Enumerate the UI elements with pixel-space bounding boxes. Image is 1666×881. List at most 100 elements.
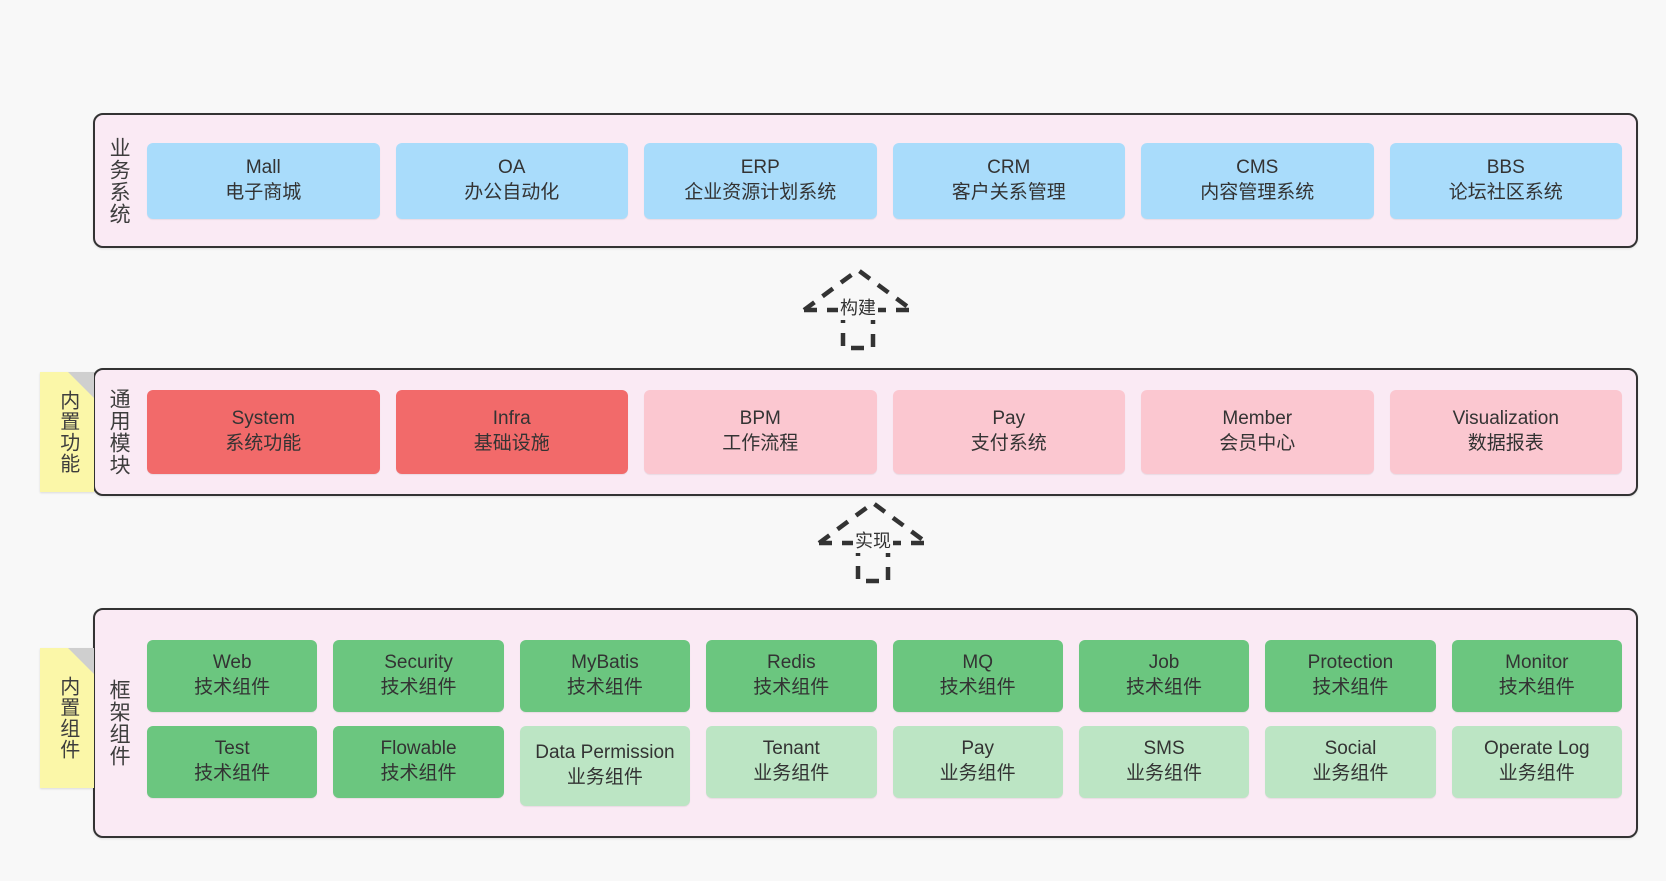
card-title-cn: 技术组件 [380,677,457,698]
framework-card-mq[interactable]: MQ 技术组件 [892,640,1063,712]
arrow-implement-svg [817,500,929,584]
card-title-en: Test [214,738,250,760]
framework-card-operate-log[interactable]: Operate Log 业务组件 [1451,726,1622,798]
card-title-en: System [231,408,295,430]
framework-card-pay[interactable]: Pay 业务组件 [892,726,1063,798]
arrow-implement-label: 实现 [853,527,893,553]
framework-card-test[interactable]: Test 技术组件 [147,726,318,798]
card-title-en: Flowable [380,738,457,760]
card-title-en: Member [1222,408,1293,430]
sticky-note-builtin-features: 内置功能 [40,372,94,492]
card-title-cn: 业务组件 [939,763,1016,784]
card-title-en: Protection [1307,652,1394,674]
sticky-note-builtin-features-label: 内置功能 [56,390,79,474]
card-title-en: Security [384,652,453,674]
business-card-oa[interactable]: OA 办公自动化 [395,142,628,219]
card-title-cn: 业务组件 [1126,763,1203,784]
sticky-note-builtin-components-label: 内置组件 [56,676,79,760]
card-title-cn: 业务组件 [566,767,643,788]
layer-common-modules: 通用模块 System 系统功能 Infra 基础设施 BPM 工作流程 Pay 支付系统 Me… [93,368,1638,496]
card-title-en: Monitor [1505,652,1569,674]
card-title-en: CMS [1236,156,1279,178]
framework-card-redis[interactable]: Redis 技术组件 [706,640,877,712]
layer-modules-cards: System 系统功能 Infra 基础设施 BPM 工作流程 Pay 支付系统 Member 会… [141,370,1636,494]
framework-card-job[interactable]: Job 技术组件 [1078,640,1250,712]
business-card-erp[interactable]: ERP 企业资源计划系统 [644,142,877,219]
framework-card-security[interactable]: Security 技术组件 [333,640,504,712]
card-title-cn: 业务组件 [1498,763,1575,784]
card-title-en: CRM [987,156,1031,178]
framework-card-monitor[interactable]: Monitor 技术组件 [1451,640,1622,712]
business-card-cms[interactable]: CMS 内容管理系统 [1141,142,1374,219]
card-title-cn: 工作流程 [722,433,799,454]
card-title-en: Pay [961,738,995,760]
card-title-en: BBS [1486,156,1525,178]
card-title-cn: 技术组件 [1126,677,1203,698]
card-title-cn: 办公自动化 [464,181,560,203]
card-title-cn: 技术组件 [1498,677,1575,698]
card-title-cn: 业务组件 [753,763,830,784]
card-title-cn: 业务组件 [1312,763,1389,784]
card-title-en: Infra [492,408,531,430]
card-title-cn: 技术组件 [194,763,271,784]
sticky-fold-icon [68,372,94,398]
card-title-cn: 系统功能 [225,433,302,454]
card-title-cn: 技术组件 [939,677,1016,698]
arrow-build: 构建 [795,262,945,352]
card-title-en: Pay [992,408,1026,430]
module-card-bpm[interactable]: BPM 工作流程 [644,390,877,474]
card-title-cn: 电子商城 [225,181,302,203]
card-title-en: MQ [962,652,993,674]
framework-card-data-permission[interactable]: Data Permission 业务组件 [519,726,691,806]
card-title-en: OA [498,156,526,178]
card-title-cn: 内容管理系统 [1200,181,1315,203]
card-title-en: Operate Log [1483,738,1590,760]
framework-card-social[interactable]: Social 业务组件 [1265,726,1436,798]
module-card-infra[interactable]: Infra 基础设施 [395,390,628,474]
module-card-member[interactable]: Member 会员中心 [1141,390,1374,474]
module-card-pay[interactable]: Pay 支付系统 [892,390,1125,474]
card-title-en: Data Permission [535,742,675,764]
card-title-en: Social [1324,738,1377,760]
arrow-build-label: 构建 [838,294,878,320]
card-title-cn: 技术组件 [380,763,457,784]
card-title-en: BPM [739,408,781,430]
arrow-build-svg [802,267,914,351]
business-card-bbs[interactable]: BBS 论坛社区系统 [1389,142,1622,219]
card-title-cn: 企业资源计划系统 [684,181,837,203]
card-title-en: Job [1148,652,1180,674]
card-title-cn: 支付系统 [970,433,1047,454]
business-card-crm[interactable]: CRM 客户关系管理 [892,142,1125,219]
card-title-cn: 技术组件 [194,677,271,698]
layer-business-cards: Mall 电子商城 OA 办公自动化 ERP 企业资源计划系统 CRM 客户关系管理 CMS 内容… [141,115,1636,246]
card-title-en: Mall [245,156,281,178]
card-title-cn: 基础设施 [473,433,550,454]
card-title-en: Visualization [1452,408,1559,430]
sticky-fold-icon [68,648,94,674]
module-card-system[interactable]: System 系统功能 [147,390,380,474]
business-card-mall[interactable]: Mall 电子商城 [147,142,380,219]
card-title-cn: 客户关系管理 [951,181,1066,203]
card-title-en: Redis [767,652,816,674]
framework-card-protection[interactable]: Protection 技术组件 [1265,640,1436,712]
layer-business-systems: 业务系统 Mall 电子商城 OA 办公自动化 ERP 企业资源计划系统 CRM 客户关系管理… [93,113,1638,248]
card-title-cn: 会员中心 [1219,433,1296,454]
card-title-cn: 技术组件 [753,677,830,698]
layer-modules-title: 通用模块 [107,388,131,476]
layer-framework-title: 框架组件 [107,679,131,767]
card-title-cn: 技术组件 [1312,677,1389,698]
card-title-en: ERP [740,156,780,178]
card-title-en: MyBatis [571,652,639,674]
framework-card-flowable[interactable]: Flowable 技术组件 [333,726,504,798]
card-title-cn: 论坛社区系统 [1448,181,1563,203]
layer-business-title: 业务系统 [107,136,131,225]
